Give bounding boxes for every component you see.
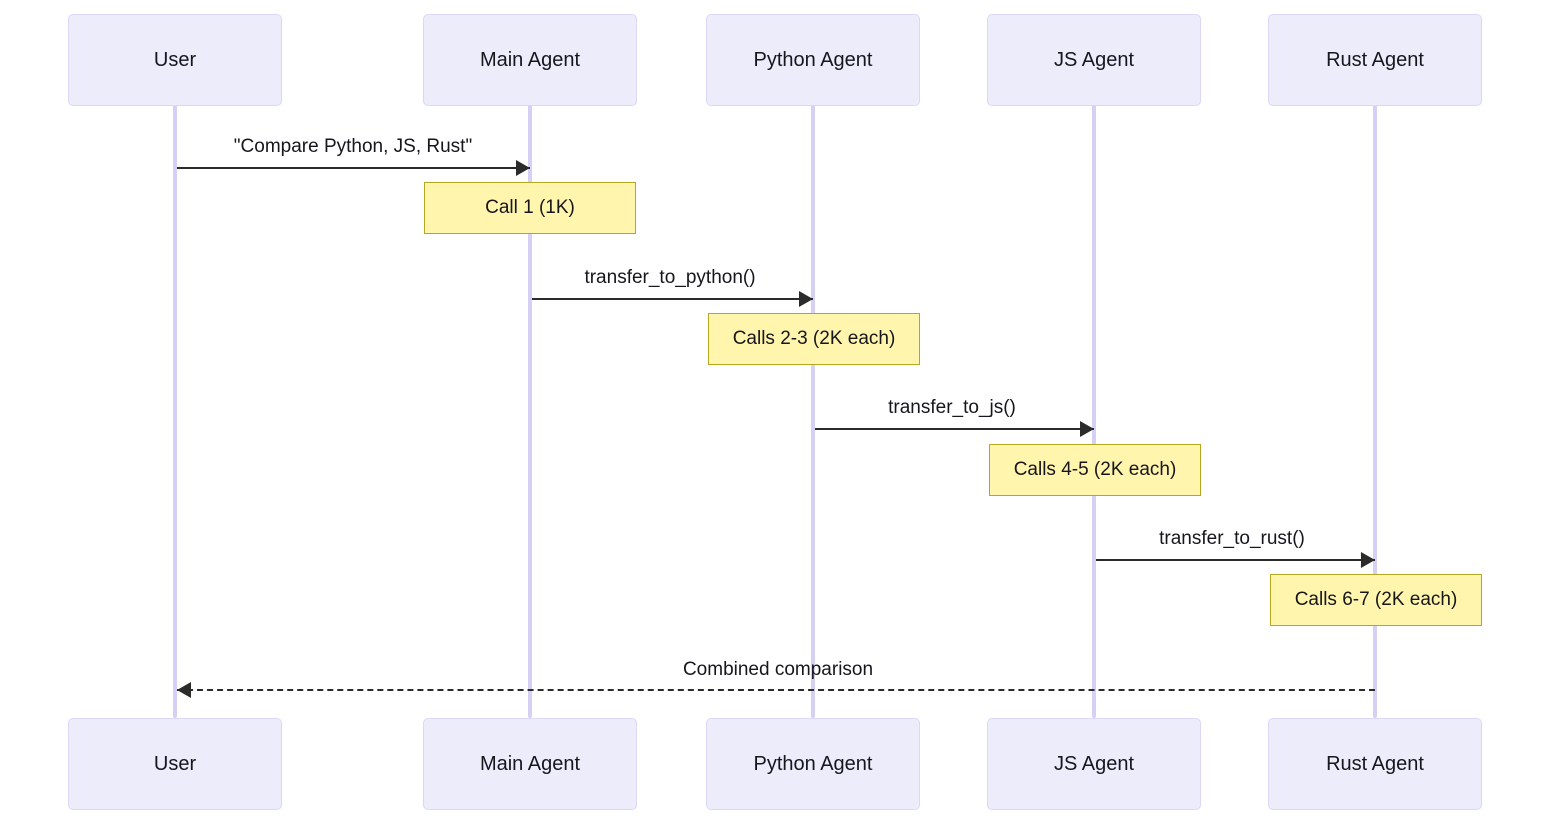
msg-transfer-js-label: transfer_to_js() [888,397,1016,418]
note-label: Calls 6-7 (2K each) [1294,589,1458,610]
note-calls-6-7: Calls 6-7 (2K each) [1270,574,1482,626]
participant-python-bottom[interactable]: Python Agent [706,718,920,810]
note-call-1: Call 1 (1K) [424,182,636,234]
participant-label: JS Agent [1053,48,1135,71]
lifeline-user [173,104,177,718]
lifeline-main [528,104,532,718]
msg-transfer-js-arrowhead [1080,421,1094,437]
msg-compare-label: "Compare Python, JS, Rust" [233,136,473,157]
msg-transfer-rust-label: transfer_to_rust() [1159,528,1305,549]
lifeline-python [811,104,815,718]
msg-combined-label: Combined comparison [682,659,874,680]
msg-combined-arrowhead [177,682,191,698]
msg-transfer-python-arrowhead [799,291,813,307]
participant-user-top[interactable]: User [68,14,282,106]
participant-rust-bottom[interactable]: Rust Agent [1268,718,1482,810]
msg-transfer-rust-line [1096,559,1375,561]
participant-js-top[interactable]: JS Agent [987,14,1201,106]
participant-main-bottom[interactable]: Main Agent [423,718,637,810]
msg-transfer-js-line [815,428,1094,430]
note-calls-2-3: Calls 2-3 (2K each) [708,313,920,365]
msg-combined-line [177,689,1375,691]
msg-transfer-python-label: transfer_to_python() [584,267,756,288]
msg-compare-line [177,167,530,169]
participant-python-top[interactable]: Python Agent [706,14,920,106]
note-label: Calls 4-5 (2K each) [1013,459,1177,480]
participant-js-bottom[interactable]: JS Agent [987,718,1201,810]
participant-label: Main Agent [479,752,581,775]
msg-compare-arrowhead [516,160,530,176]
note-calls-4-5: Calls 4-5 (2K each) [989,444,1201,496]
note-label: Calls 2-3 (2K each) [732,328,896,349]
participant-user-bottom[interactable]: User [68,718,282,810]
participant-main-top[interactable]: Main Agent [423,14,637,106]
lifeline-rust [1373,104,1377,718]
msg-transfer-python-line [532,298,813,300]
participant-label: Main Agent [479,48,581,71]
participant-label: Python Agent [753,48,873,71]
participant-label: Rust Agent [1326,48,1424,71]
participant-label: JS Agent [1053,752,1135,775]
participant-label: Rust Agent [1326,752,1424,775]
participant-label: User [153,48,197,71]
msg-transfer-rust-arrowhead [1361,552,1375,568]
note-label: Call 1 (1K) [485,197,575,218]
lifeline-js [1092,104,1096,718]
participant-label: Python Agent [753,752,873,775]
participant-label: User [153,752,197,775]
participant-rust-top[interactable]: Rust Agent [1268,14,1482,106]
